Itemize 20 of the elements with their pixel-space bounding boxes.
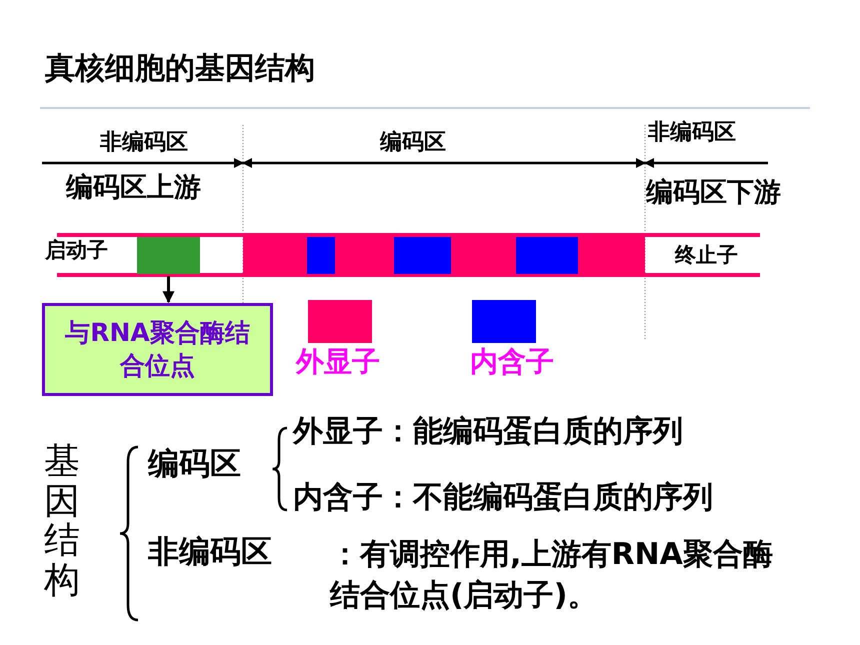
arrow [162,276,174,304]
legend-label: 外显子 [296,346,380,378]
region-label: 编码区 [380,130,446,156]
legend-label: 内含子 [470,346,554,378]
definition-text: ：有调控作用,上游有RNA聚合酶结合位点(启动子)。 [330,536,774,614]
vertical-heading: 基因结构 [44,442,80,600]
box-label: 与RNA聚合酶结合位点 [65,317,250,382]
part-label: 终止子 [675,243,738,268]
definition-text: 内含子：不能编码蛋白质的序列 [293,481,713,516]
region-label: 编码区上游 [66,172,201,204]
branch-label: 非编码区 [148,535,272,571]
part-label: 启动子 [45,238,108,262]
binding-site-box [42,303,273,396]
title: 真核细胞的基因结构 [45,52,315,86]
promoter-block [137,237,200,274]
region-label: 非编码区 [648,120,736,146]
region-label: 编码区下游 [646,177,781,208]
definition-text: 外显子：能编码蛋白质的序列 [293,415,683,450]
branch-label: 编码区 [148,447,241,483]
region-label: 非编码区 [100,130,188,156]
